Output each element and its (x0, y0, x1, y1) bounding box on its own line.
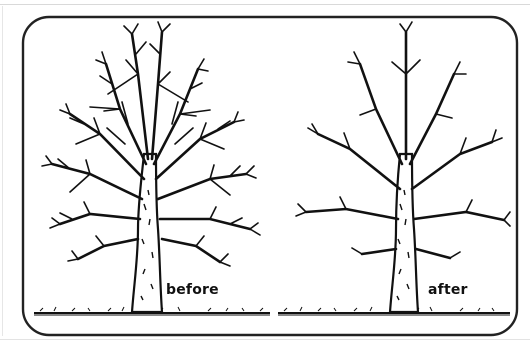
tree-after (296, 22, 510, 312)
label-after: after (428, 282, 468, 298)
trunk-after (390, 154, 418, 312)
label-before: before (166, 282, 219, 298)
tree-before (42, 22, 260, 312)
left-divider (2, 6, 3, 336)
top-divider (0, 4, 530, 5)
